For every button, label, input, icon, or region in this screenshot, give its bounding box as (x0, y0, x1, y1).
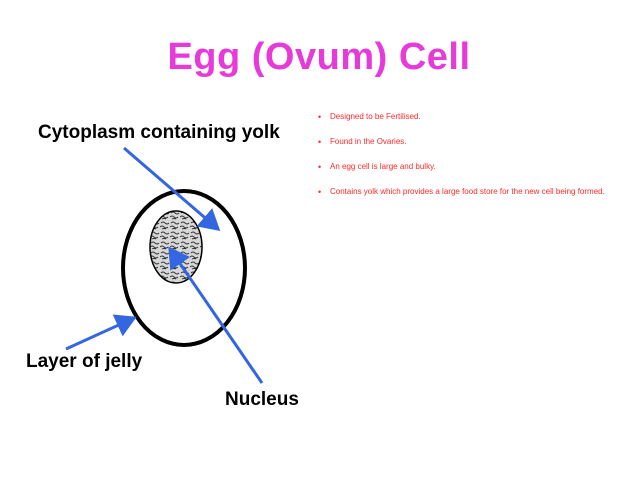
list-item: • Contains yolk which provides a large fo… (318, 187, 628, 197)
bullet-text: Contains yolk which provides a large foo… (330, 187, 605, 196)
bullet-icon: • (318, 162, 322, 172)
cytoplasm-arrow (123, 146, 221, 231)
facts-list: • Designed to be Fertilised. • Found in th… (318, 112, 628, 212)
slide-title: Egg (Ovum) Cell (167, 36, 471, 78)
list-item: • Found in the Ovaries. (318, 137, 628, 147)
cell-nucleus (149, 210, 203, 284)
bullet-icon: • (318, 112, 322, 122)
bullet-text: Designed to be Fertilised. (330, 112, 421, 121)
jelly-arrow (65, 314, 137, 351)
bullet-text: An egg cell is large and bulky. (330, 162, 436, 171)
bullet-icon: • (318, 137, 322, 147)
bullet-icon: • (318, 187, 322, 197)
cytoplasm-label: Cytoplasm containing yolk (38, 122, 280, 143)
list-item: • Designed to be Fertilised. (318, 112, 628, 122)
list-item: • An egg cell is large and bulky. (318, 162, 628, 172)
bullet-text: Found in the Ovaries. (330, 137, 407, 146)
jelly-layer-label: Layer of jelly (26, 351, 143, 372)
nucleus-label: Nucleus (225, 389, 299, 410)
nucleus-arrow (168, 246, 264, 384)
